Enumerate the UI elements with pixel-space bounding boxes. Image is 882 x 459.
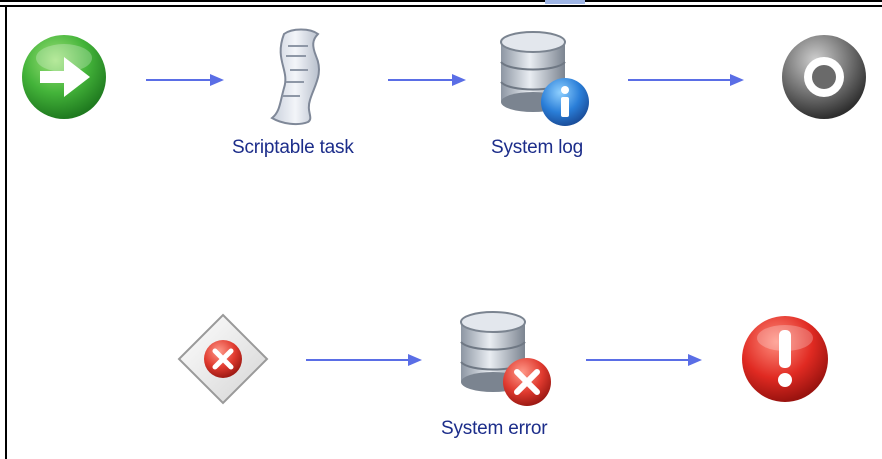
frame-border-top bbox=[0, 0, 882, 2]
start-arrow-icon bbox=[22, 35, 106, 119]
database-error-icon bbox=[460, 311, 551, 406]
scrollbar-hint[interactable] bbox=[545, 0, 585, 4]
exception-icon bbox=[742, 316, 828, 402]
connector-error-to-exception bbox=[586, 352, 706, 368]
connector-start-to-task bbox=[146, 72, 226, 88]
system-error-node[interactable] bbox=[457, 310, 557, 410]
connector-task-to-log bbox=[388, 72, 468, 88]
scriptable-task-label: Scriptable task bbox=[232, 137, 354, 158]
system-log-node[interactable] bbox=[497, 30, 597, 130]
connector-handler-to-error bbox=[306, 352, 426, 368]
frame-border-inner bbox=[0, 5, 882, 7]
scriptable-task-node[interactable] bbox=[262, 26, 332, 126]
system-error-label: System error bbox=[441, 418, 548, 439]
script-scroll-icon bbox=[270, 28, 320, 126]
end-target-icon bbox=[782, 35, 866, 119]
exception-node[interactable] bbox=[740, 314, 830, 404]
error-handler-node[interactable] bbox=[176, 312, 270, 406]
frame-border-left bbox=[5, 5, 7, 459]
system-log-label: System log bbox=[491, 137, 583, 158]
connector-log-to-end bbox=[628, 72, 748, 88]
start-node[interactable] bbox=[20, 33, 108, 121]
end-node[interactable] bbox=[780, 33, 868, 121]
error-diamond-icon bbox=[177, 313, 269, 405]
database-info-icon bbox=[500, 31, 589, 126]
